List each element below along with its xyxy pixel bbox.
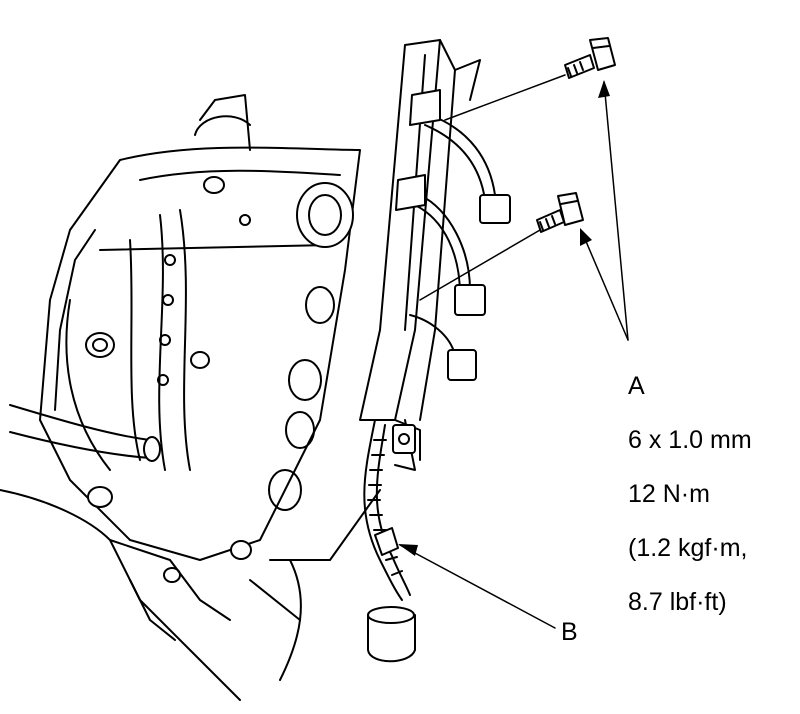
torque-lbf: 8.7 lbf·ft)	[628, 588, 727, 616]
cap	[367, 606, 416, 663]
arrowheads	[398, 80, 610, 556]
torque-nm: 12 N·m	[628, 480, 710, 508]
callout-a-letter: A	[628, 372, 645, 400]
callout-b-letter: B	[561, 618, 578, 646]
spark-plug-wells	[268, 182, 354, 511]
leader-lines	[399, 74, 629, 629]
cover-bolt-bosses	[85, 176, 252, 583]
bolt-lower	[536, 192, 584, 233]
lower-engine-body	[0, 489, 381, 701]
torque-kgf: (1.2 kgf·m,	[628, 534, 748, 562]
cylinder-head-cover	[39, 94, 361, 561]
bolt-size: 6 x 1.0 mm	[628, 426, 752, 454]
corrugated-harness	[363, 419, 411, 601]
injector-connectors	[395, 89, 511, 381]
bolt-upper	[564, 37, 616, 79]
breather-hose	[9, 404, 161, 462]
callout-a-spec: A 6 x 1.0 mm 12 N·m (1.2 kgf·m, 8.7 lbf·…	[628, 346, 752, 643]
